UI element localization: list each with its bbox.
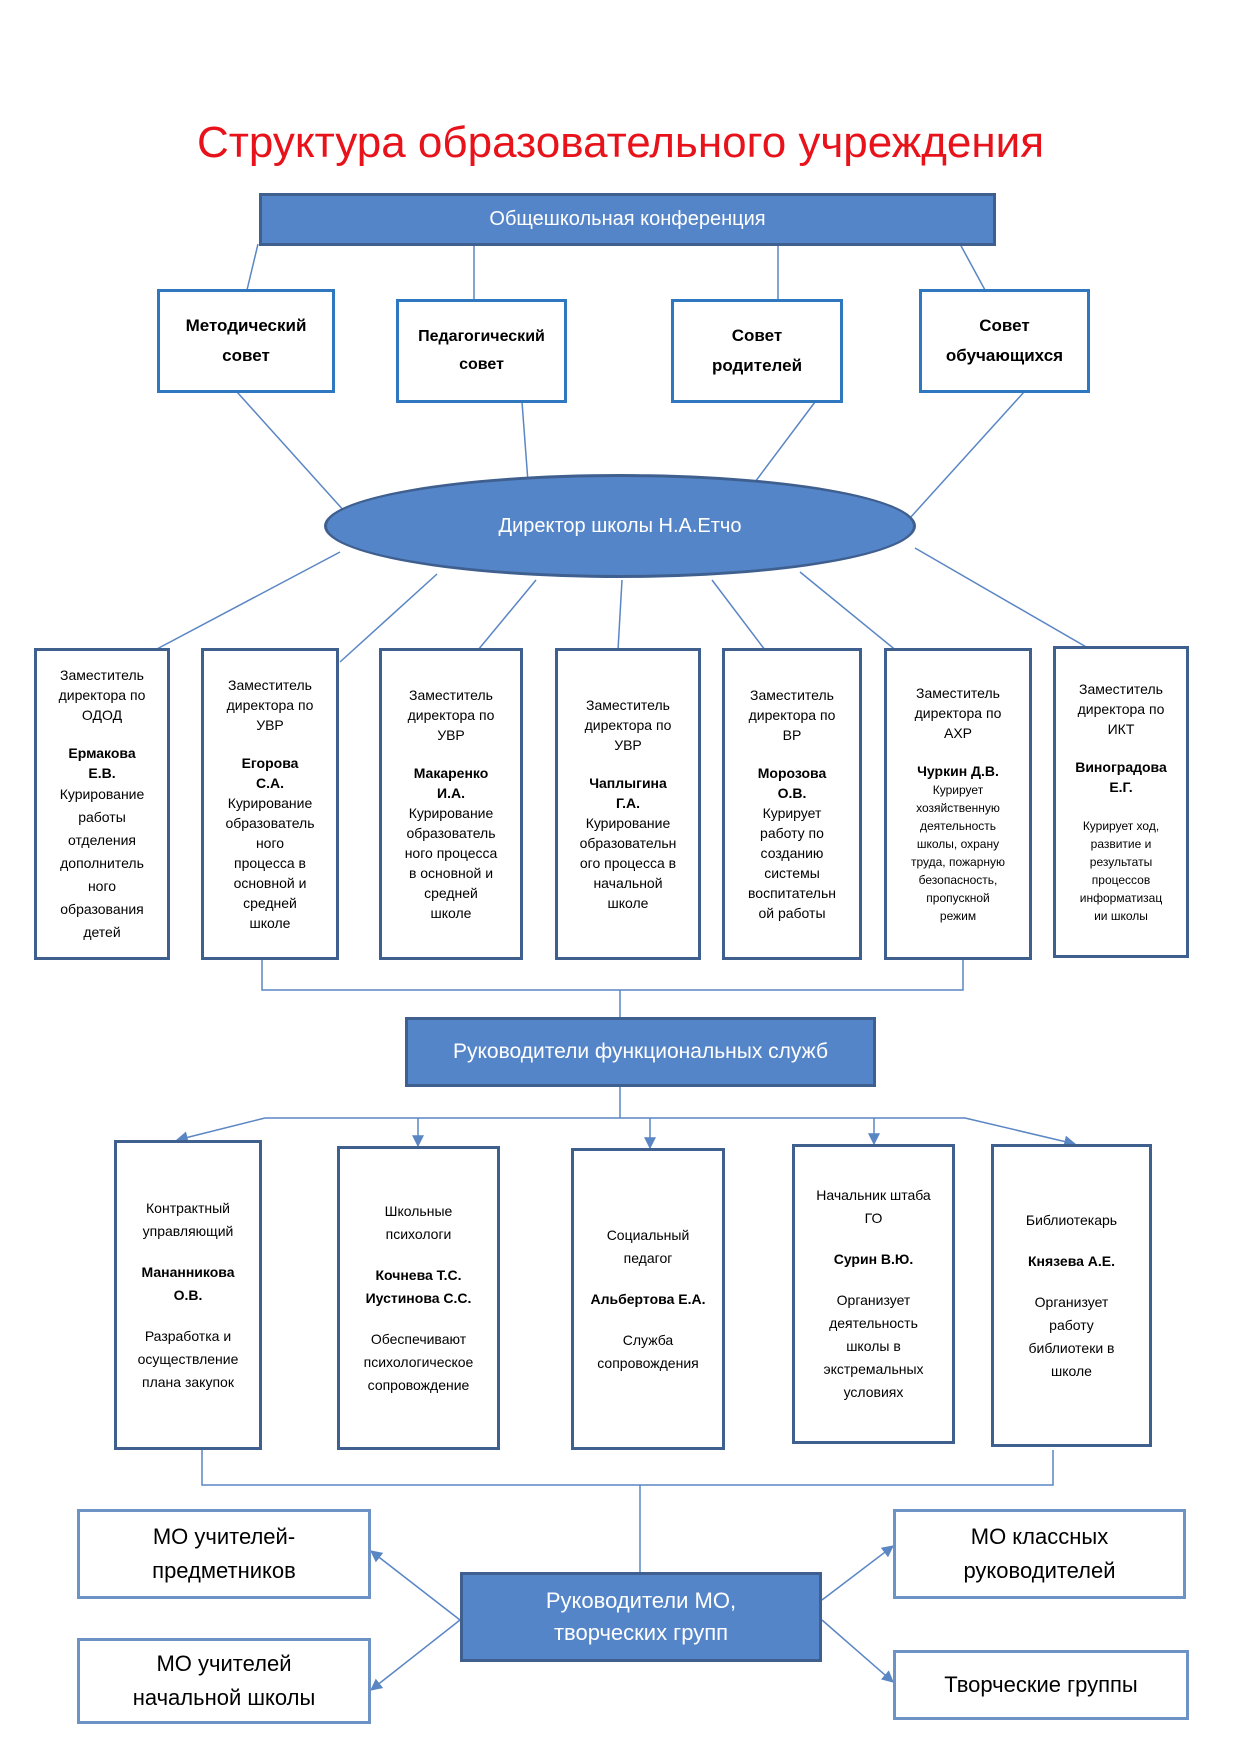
deputy-ahr: Заместитель директора по АХР Чуркин Д.В.… xyxy=(884,648,1032,960)
deputy-name: Чаплыгина Г.А. xyxy=(589,775,667,811)
service-duty: Служба сопровождения xyxy=(597,1331,699,1371)
deputy-name: Виноградова Е.Г. xyxy=(1075,759,1167,795)
council-students: Совет обучающихся xyxy=(919,289,1090,393)
deputy-title: Заместитель директора по УВР xyxy=(584,697,672,753)
deputy-duty: Курирует работу по созданию системы восп… xyxy=(748,805,836,921)
service-title: Библиотекарь xyxy=(1025,1211,1118,1228)
deputy-ikt: Заместитель директора по ИКТ Виноградова… xyxy=(1053,646,1189,958)
deputy-name: Чуркин Д.В. xyxy=(917,763,999,779)
council-methodical: Методический совет xyxy=(157,289,335,393)
deputy-duty: Курирует ход, развитие и результаты проц… xyxy=(1079,819,1163,923)
page-title: Структура образовательного учреждения xyxy=(196,118,1045,167)
deputy-vr: Заместитель директора по ВР Морозова О.В… xyxy=(722,648,862,960)
service-duty: Обеспечивают психологическое сопровожден… xyxy=(363,1330,474,1393)
mo-primary-teachers: МО учителей начальной школы xyxy=(77,1638,371,1724)
deputy-title: Заместитель директора по АХР xyxy=(914,685,1002,741)
mo-class-teachers: МО классных руководителей xyxy=(893,1509,1186,1599)
council-parents: Совет родителей xyxy=(671,299,843,403)
deputy-name: Ермакова Е.В. xyxy=(68,744,136,781)
deputy-duty: Курирование образователь ного процесса в… xyxy=(404,805,498,921)
deputy-uvr-1: Заместитель директора по УВР Егорова С.А… xyxy=(201,648,339,960)
service-title: Начальник штаба ГО xyxy=(816,1187,931,1226)
service-duty: Разработка и осуществление плана закупок xyxy=(137,1327,239,1390)
conference-box: Общешкольная конференция xyxy=(259,193,996,246)
deputy-title: Заместитель директора по ВР xyxy=(748,687,836,743)
deputy-duty: Курирует хозяйственную деятельность школ… xyxy=(910,783,1006,923)
deputy-odod: Заместитель директора по ОДОД Ермакова Е… xyxy=(34,648,170,960)
deputy-duty: Курирование образователь ного процесса в… xyxy=(225,795,315,931)
service-name: Альбертова Е.А. xyxy=(590,1290,706,1307)
deputy-title: Заместитель директора по ИКТ xyxy=(1077,681,1165,737)
deputy-uvr-2: Заместитель директора по УВР Макаренко И… xyxy=(379,648,523,960)
mo-leaders-box: Руководители МО, творческих групп xyxy=(460,1572,822,1662)
service-title: Социальный педагог xyxy=(606,1226,690,1266)
services-header: Руководители функциональных служб xyxy=(405,1017,876,1087)
service-title: Контрактный управляющий xyxy=(142,1199,234,1239)
deputy-name: Егорова С.А. xyxy=(241,755,299,791)
deputy-duty: Курирование образовательн ого процесса в… xyxy=(579,815,677,911)
mo-subject-teachers: МО учителей- предметников xyxy=(77,1509,371,1599)
creative-groups: Творческие группы xyxy=(893,1650,1189,1720)
deputy-title: Заместитель директора по УВР xyxy=(407,687,495,743)
deputy-title: Заместитель директора по УВР xyxy=(226,677,314,733)
deputy-uvr-3: Заместитель директора по УВР Чаплыгина Г… xyxy=(555,648,701,960)
service-social-pedagogue: Социальный педагог Альбертова Е.А. Служб… xyxy=(571,1148,725,1450)
deputy-name: Морозова О.В. xyxy=(757,765,827,801)
service-civil-defense: Начальник штаба ГО Сурин В.Ю. Организует… xyxy=(792,1144,955,1444)
service-name: Мананникова О.В. xyxy=(141,1263,235,1303)
service-name: Кочнева Т.С. Иустинова С.С. xyxy=(365,1266,472,1306)
service-librarian: Библиотекарь Князева А.Е. Организует раб… xyxy=(991,1144,1152,1447)
service-name: Сурин В.Ю. xyxy=(833,1251,914,1267)
service-contract-manager: Контрактный управляющий Мананникова О.В.… xyxy=(114,1140,262,1450)
council-pedagogical: Педагогический совет xyxy=(396,299,567,403)
service-name: Князева А.Е. xyxy=(1027,1252,1116,1269)
deputy-duty: Курирование работы отделения дополнитель… xyxy=(59,785,145,940)
director-ellipse: Директор школы Н.А.Етчо xyxy=(324,474,916,578)
deputy-name: Макаренко И.А. xyxy=(413,765,489,801)
service-title: Школьные психологи xyxy=(384,1202,453,1242)
deputy-title: Заместитель директора по ОДОД xyxy=(58,666,146,723)
service-duty: Организует работу библиотеки в школе xyxy=(1028,1293,1115,1379)
service-duty: Организует деятельность школы в экстрема… xyxy=(823,1292,924,1400)
service-psychologists: Школьные психологи Кочнева Т.С. Иустинов… xyxy=(337,1146,500,1450)
